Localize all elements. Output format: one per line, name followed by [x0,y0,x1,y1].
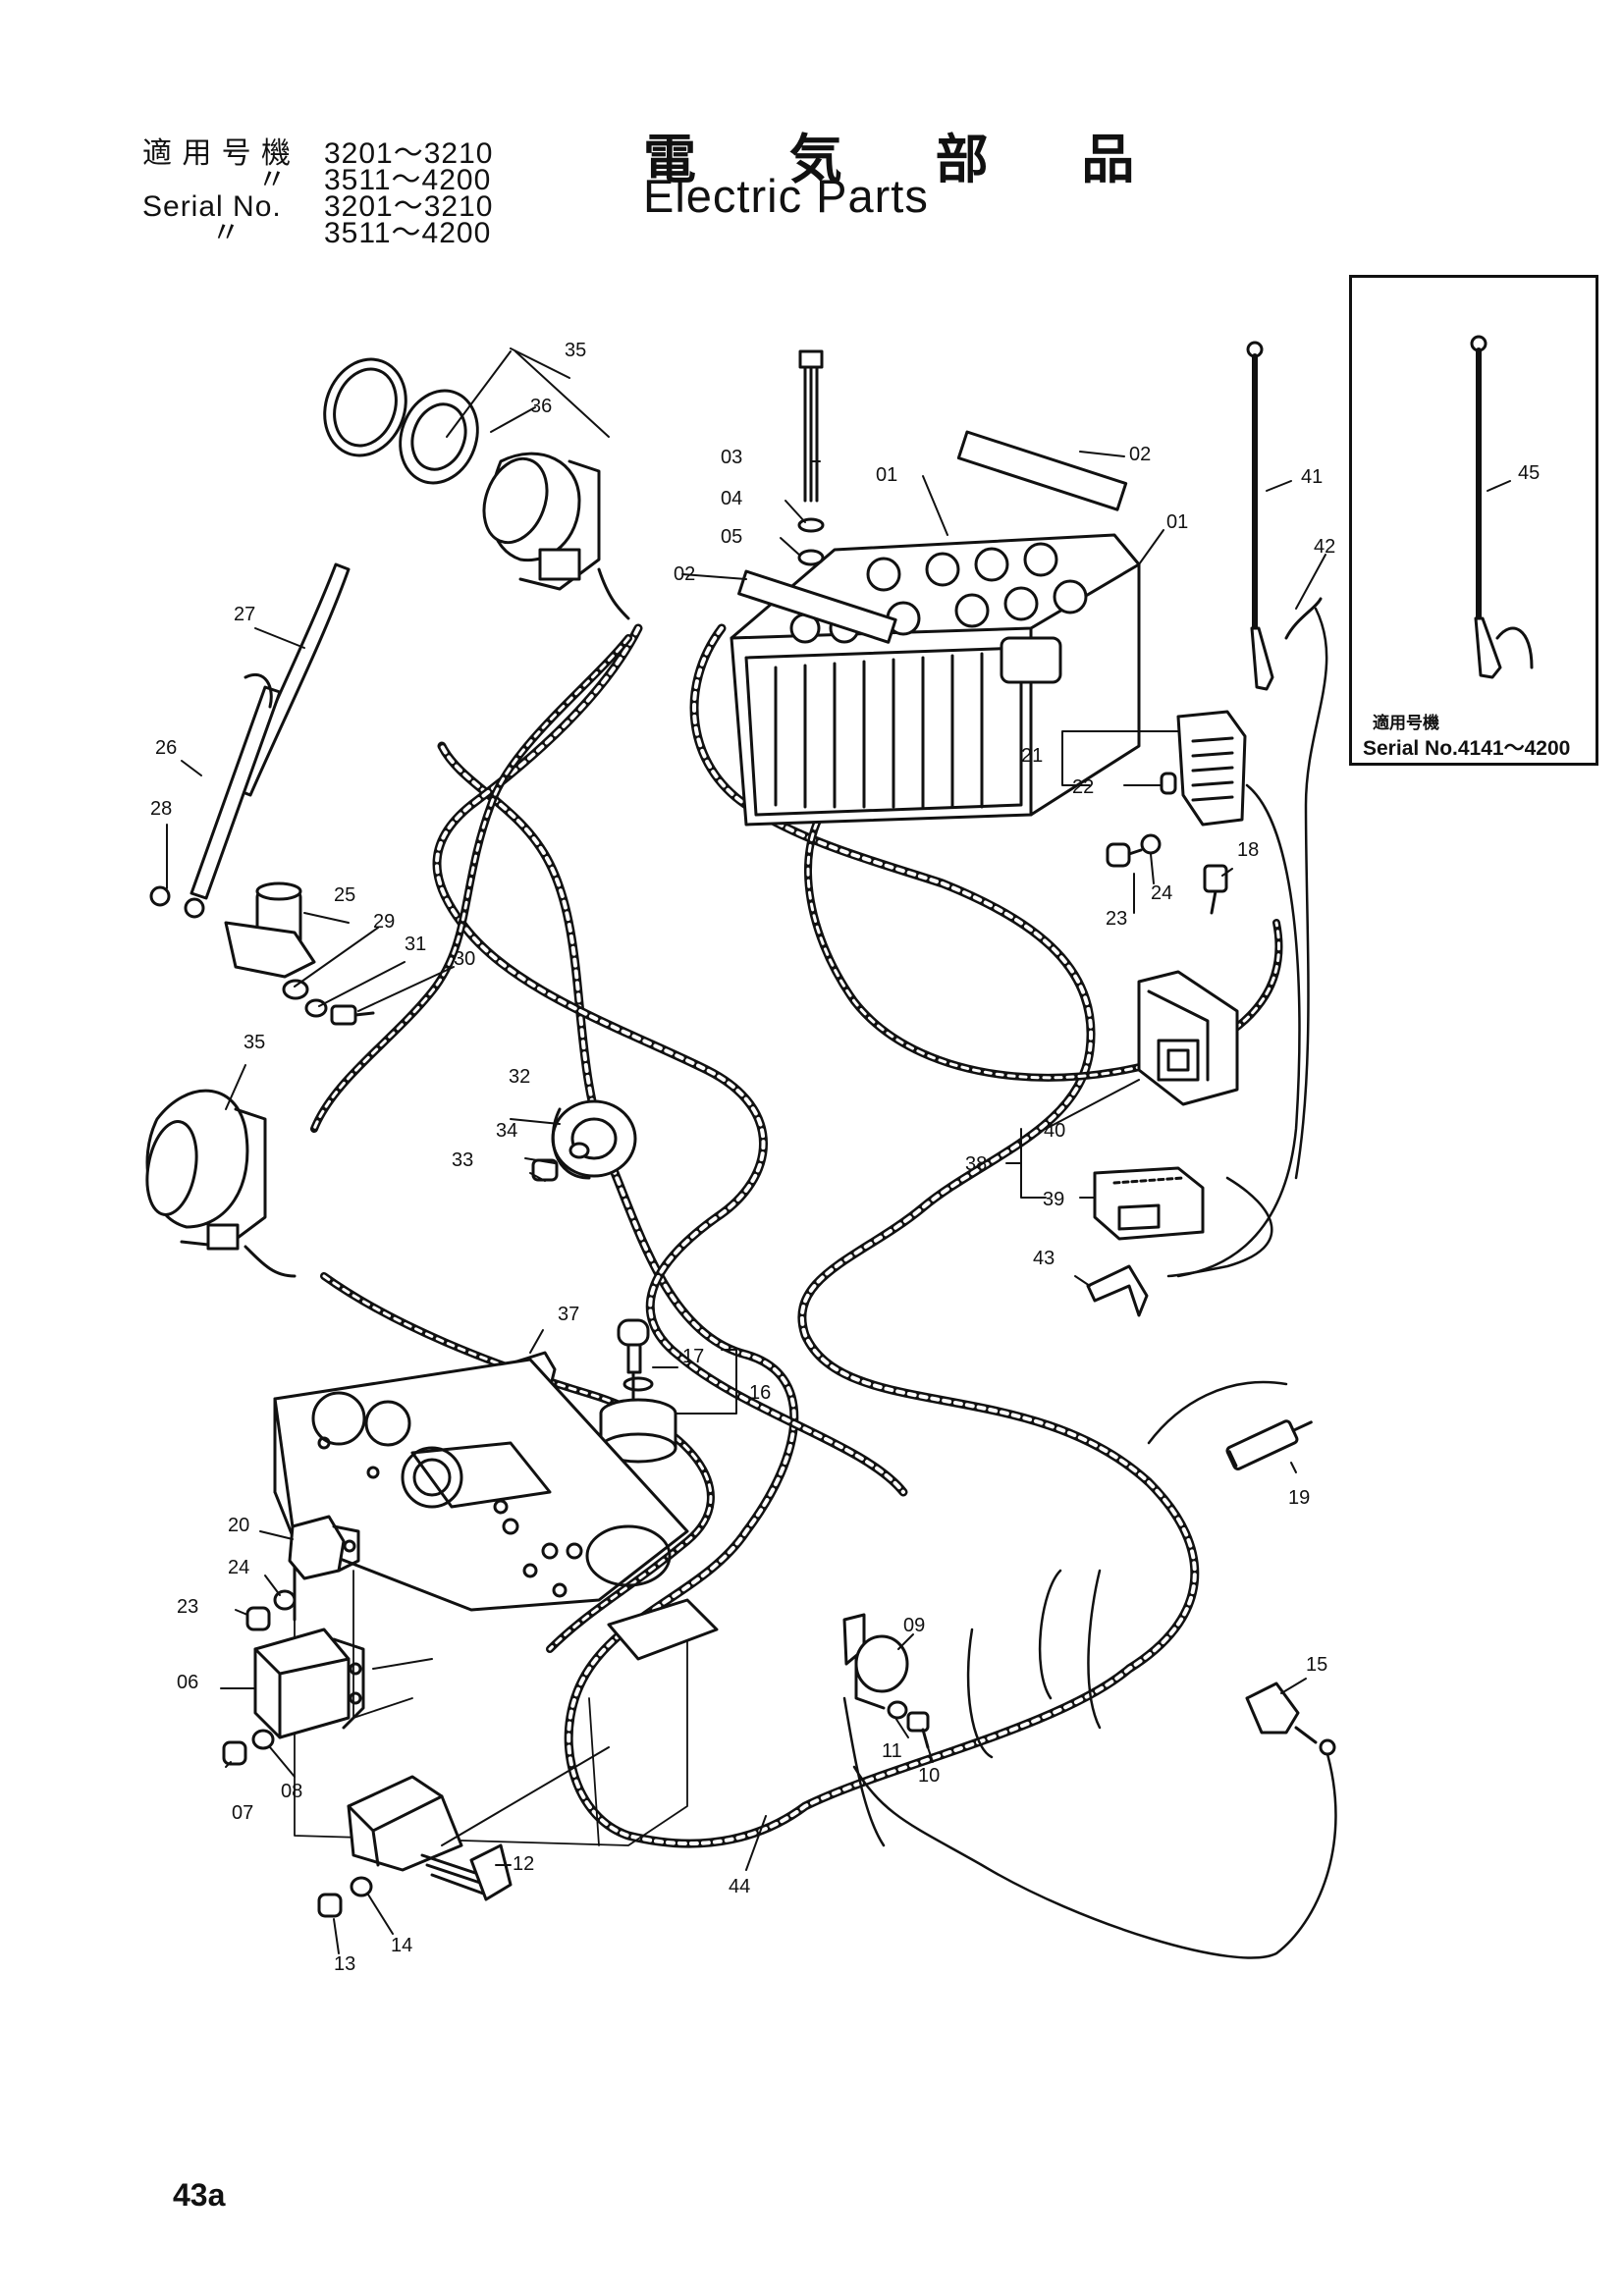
sensor-19 [1225,1419,1313,1470]
callout-17: 17 [682,1346,704,1367]
starter-switch-16 [599,1372,677,1464]
title-english: Electric Parts [643,170,929,222]
callout-32: 32 [509,1066,530,1088]
hardware-13-14 [317,1876,373,1918]
lamp-21 [1160,710,1247,827]
callout-28: 28 [150,798,172,820]
callout-22: 22 [1072,776,1094,798]
inset-frame [1349,275,1598,766]
wire-harness [310,623,1283,1848]
header-value-4: 3511～4200 [324,217,492,249]
page-number: 43a [173,2177,226,2213]
inset-caption-serial: Serial No.4141～4200 [1363,737,1571,760]
thin-wires [842,607,1337,1959]
callout-01-right: 01 [1166,511,1188,533]
antenna-45 [1470,335,1534,679]
callout-06: 06 [177,1672,198,1693]
callout-36: 36 [530,396,552,417]
regulator-06 [253,1628,365,1739]
callout-04: 04 [721,488,742,509]
callout-02-right: 02 [1129,444,1151,465]
callout-12: 12 [513,1853,534,1875]
battery-bolt-03 [797,349,825,566]
relay-20 [288,1515,360,1580]
work-light-top [323,357,630,620]
fuse-box-39 [1093,1166,1205,1241]
title-japanese: 電 気 部 品 [643,129,1172,190]
callout-29: 29 [373,911,395,933]
callout-01-top: 01 [876,464,897,486]
header-label-4: 〃 [211,217,242,249]
leader-lines [166,347,1511,1954]
callout-40: 40 [1044,1120,1065,1142]
work-light-left [145,1089,297,1278]
callout-43: 43 [1033,1248,1055,1269]
bracket-43 [1086,1264,1149,1317]
header-label-1: 適 用 号 機 [142,137,293,170]
callout-34: 34 [496,1120,517,1142]
callout-16: 16 [749,1382,771,1404]
callout-10: 10 [918,1765,940,1787]
callout-31: 31 [405,934,426,955]
pressure-switch-15 [1245,1682,1336,1756]
wiper-motor-25 [149,881,316,979]
callout-35-top: 35 [565,340,586,361]
callout-11: 11 [882,1740,902,1762]
callout-15: 15 [1306,1654,1327,1676]
callout-37: 37 [558,1304,579,1325]
battery-holder-02-top [956,430,1128,511]
callout-24-bottom: 24 [228,1557,249,1578]
callout-08: 08 [281,1781,302,1802]
wiper-arm-26 [189,672,282,900]
callout-24-top: 24 [1151,882,1172,904]
callout-18: 18 [1237,839,1259,861]
header-value-1: 3201～3210 [324,137,494,170]
header-value-3: 3201～3210 [324,190,494,223]
callout-09: 09 [903,1615,925,1636]
panel-bracket [607,1598,719,1661]
relay-12 [347,1775,513,1901]
header-label-3: Serial No. [142,190,282,223]
hardware-23-24-bottom [245,1589,297,1631]
callout-23-top: 23 [1106,908,1127,930]
callout-39: 39 [1043,1189,1064,1210]
callout-42: 42 [1314,536,1335,558]
callout-20: 20 [228,1515,249,1536]
callout-19: 19 [1288,1487,1310,1509]
antenna-41 [1246,341,1323,691]
callout-02-left: 02 [674,563,695,585]
callout-25: 25 [334,884,355,906]
callout-21: 21 [1021,745,1043,767]
callout-41: 41 [1301,466,1323,488]
hardware-10-11 [887,1700,930,1749]
callout-14: 14 [391,1935,412,1956]
controller-40 [1137,970,1239,1106]
callout-35-left: 35 [243,1032,265,1053]
wiper-hardware-29-31-30 [282,979,375,1026]
battery-holder-02-bottom [737,569,897,644]
header-value-2: 3511～4200 [324,164,492,196]
inset-caption-jp: 適用号機 [1373,714,1439,732]
callout-13: 13 [334,1953,355,1975]
callout-44: 44 [729,1876,750,1897]
hardware-23-24-top [1106,833,1162,868]
callout-26: 26 [155,737,177,759]
instrument-panel [273,1358,689,1622]
header-label-2: 〃 [257,164,288,196]
hardware-07-08 [222,1729,275,1766]
callout-23-bottom: 23 [177,1596,198,1618]
switch-18 [1203,864,1228,915]
callout-03: 03 [721,447,742,468]
callout-27: 27 [234,604,255,625]
callout-33: 33 [452,1149,473,1171]
callout-30: 30 [454,948,475,970]
callout-45: 45 [1518,462,1540,484]
callout-38: 38 [965,1153,987,1175]
key-17 [617,1318,650,1374]
callout-07: 07 [232,1802,253,1824]
callout-05: 05 [721,526,742,548]
horn-32 [531,1099,637,1182]
battery-relay-09 [842,1613,909,1710]
